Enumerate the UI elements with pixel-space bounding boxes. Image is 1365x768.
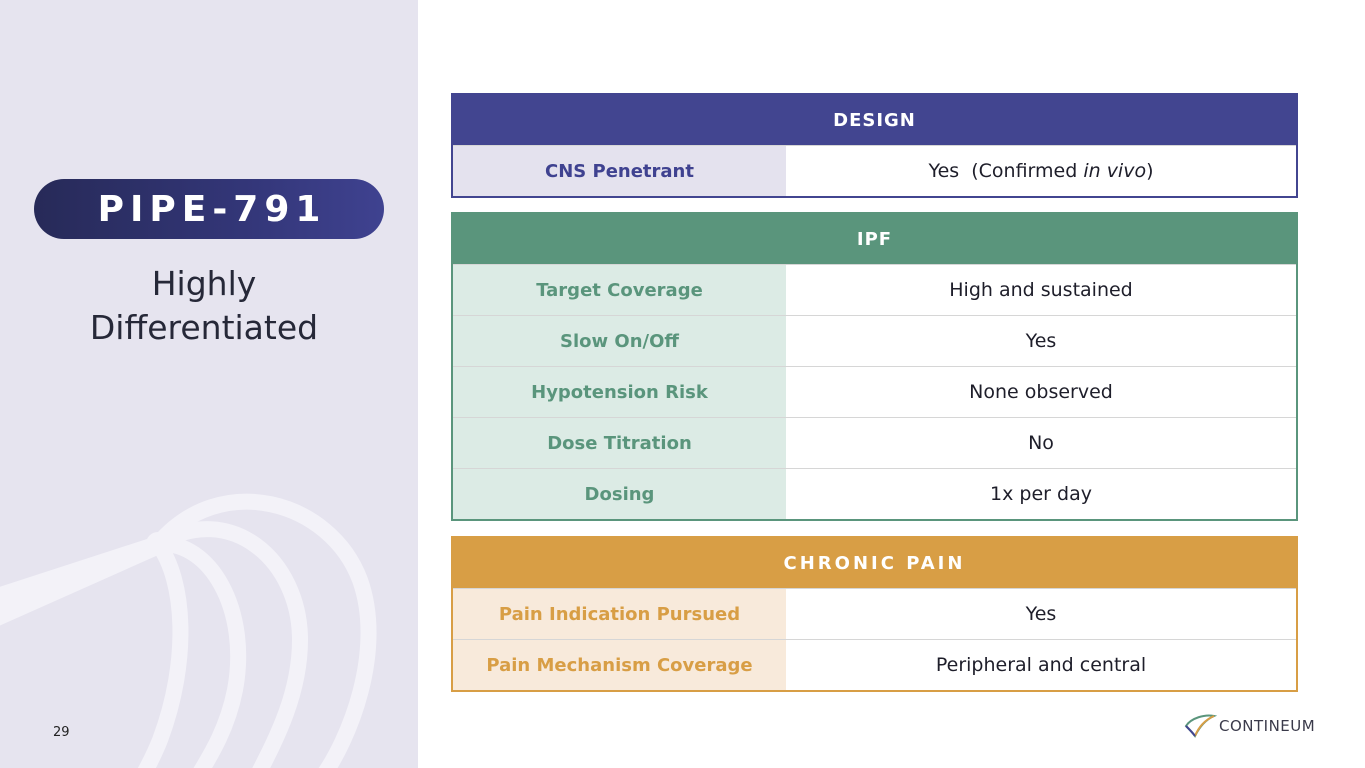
table-row: Pain Mechanism Coverage Peripheral and c…	[453, 639, 1296, 690]
row-label: Dosing	[453, 469, 786, 519]
table-row: Hypotension Risk None observed	[453, 366, 1296, 417]
row-label: Hypotension Risk	[453, 367, 786, 417]
ipf-table-header: IPF	[453, 214, 1296, 264]
table-row: CNS Penetrant Yes (Confirmed in vivo)	[453, 145, 1296, 196]
value-suffix: )	[1146, 160, 1154, 182]
subtitle-line-2: Differentiated	[89, 308, 319, 347]
row-value: None observed	[786, 367, 1296, 417]
chronic-pain-table: CHRONIC PAIN Pain Indication Pursued Yes…	[451, 536, 1298, 692]
contineum-logo-icon	[1184, 714, 1217, 738]
value-prefix: Yes (Confirmed	[928, 160, 1084, 182]
row-label: Slow On/Off	[453, 316, 786, 366]
row-label: CNS Penetrant	[453, 146, 786, 196]
row-label: Target Coverage	[453, 265, 786, 315]
decorative-swoosh-graphic	[0, 493, 377, 768]
chronic-pain-table-header: CHRONIC PAIN	[453, 538, 1296, 588]
table-row: Slow On/Off Yes	[453, 315, 1296, 366]
table-row: Pain Indication Pursued Yes	[453, 588, 1296, 639]
subtitle-line-1: Highly	[151, 264, 257, 303]
slide-subtitle: Highly Differentiated	[34, 262, 374, 350]
page-number: 29	[53, 725, 70, 740]
company-logo: CONTINEUM	[1183, 712, 1315, 740]
design-table-header: DESIGN	[453, 95, 1296, 145]
row-label: Pain Indication Pursued	[453, 589, 786, 639]
product-title: PIPE-791	[97, 188, 327, 230]
row-value: High and sustained	[786, 265, 1296, 315]
table-row: Dosing 1x per day	[453, 468, 1296, 519]
product-title-pill: PIPE-791	[34, 179, 384, 239]
row-label: Dose Titration	[453, 418, 786, 468]
row-value: No	[786, 418, 1296, 468]
row-value: Yes	[786, 589, 1296, 639]
design-table: DESIGN CNS Penetrant Yes (Confirmed in v…	[451, 93, 1298, 198]
table-row: Target Coverage High and sustained	[453, 264, 1296, 315]
row-value: Peripheral and central	[786, 640, 1296, 690]
row-value: 1x per day	[786, 469, 1296, 519]
row-value: Yes	[786, 316, 1296, 366]
row-value: Yes (Confirmed in vivo)	[786, 146, 1296, 196]
ipf-table: IPF Target Coverage High and sustained S…	[451, 212, 1298, 521]
table-row: Dose Titration No	[453, 417, 1296, 468]
value-italic: in vivo	[1083, 160, 1147, 182]
row-label: Pain Mechanism Coverage	[453, 640, 786, 690]
logo-text: CONTINEUM	[1219, 717, 1316, 735]
left-panel: PIPE-791 Highly Differentiated 29	[0, 0, 418, 768]
